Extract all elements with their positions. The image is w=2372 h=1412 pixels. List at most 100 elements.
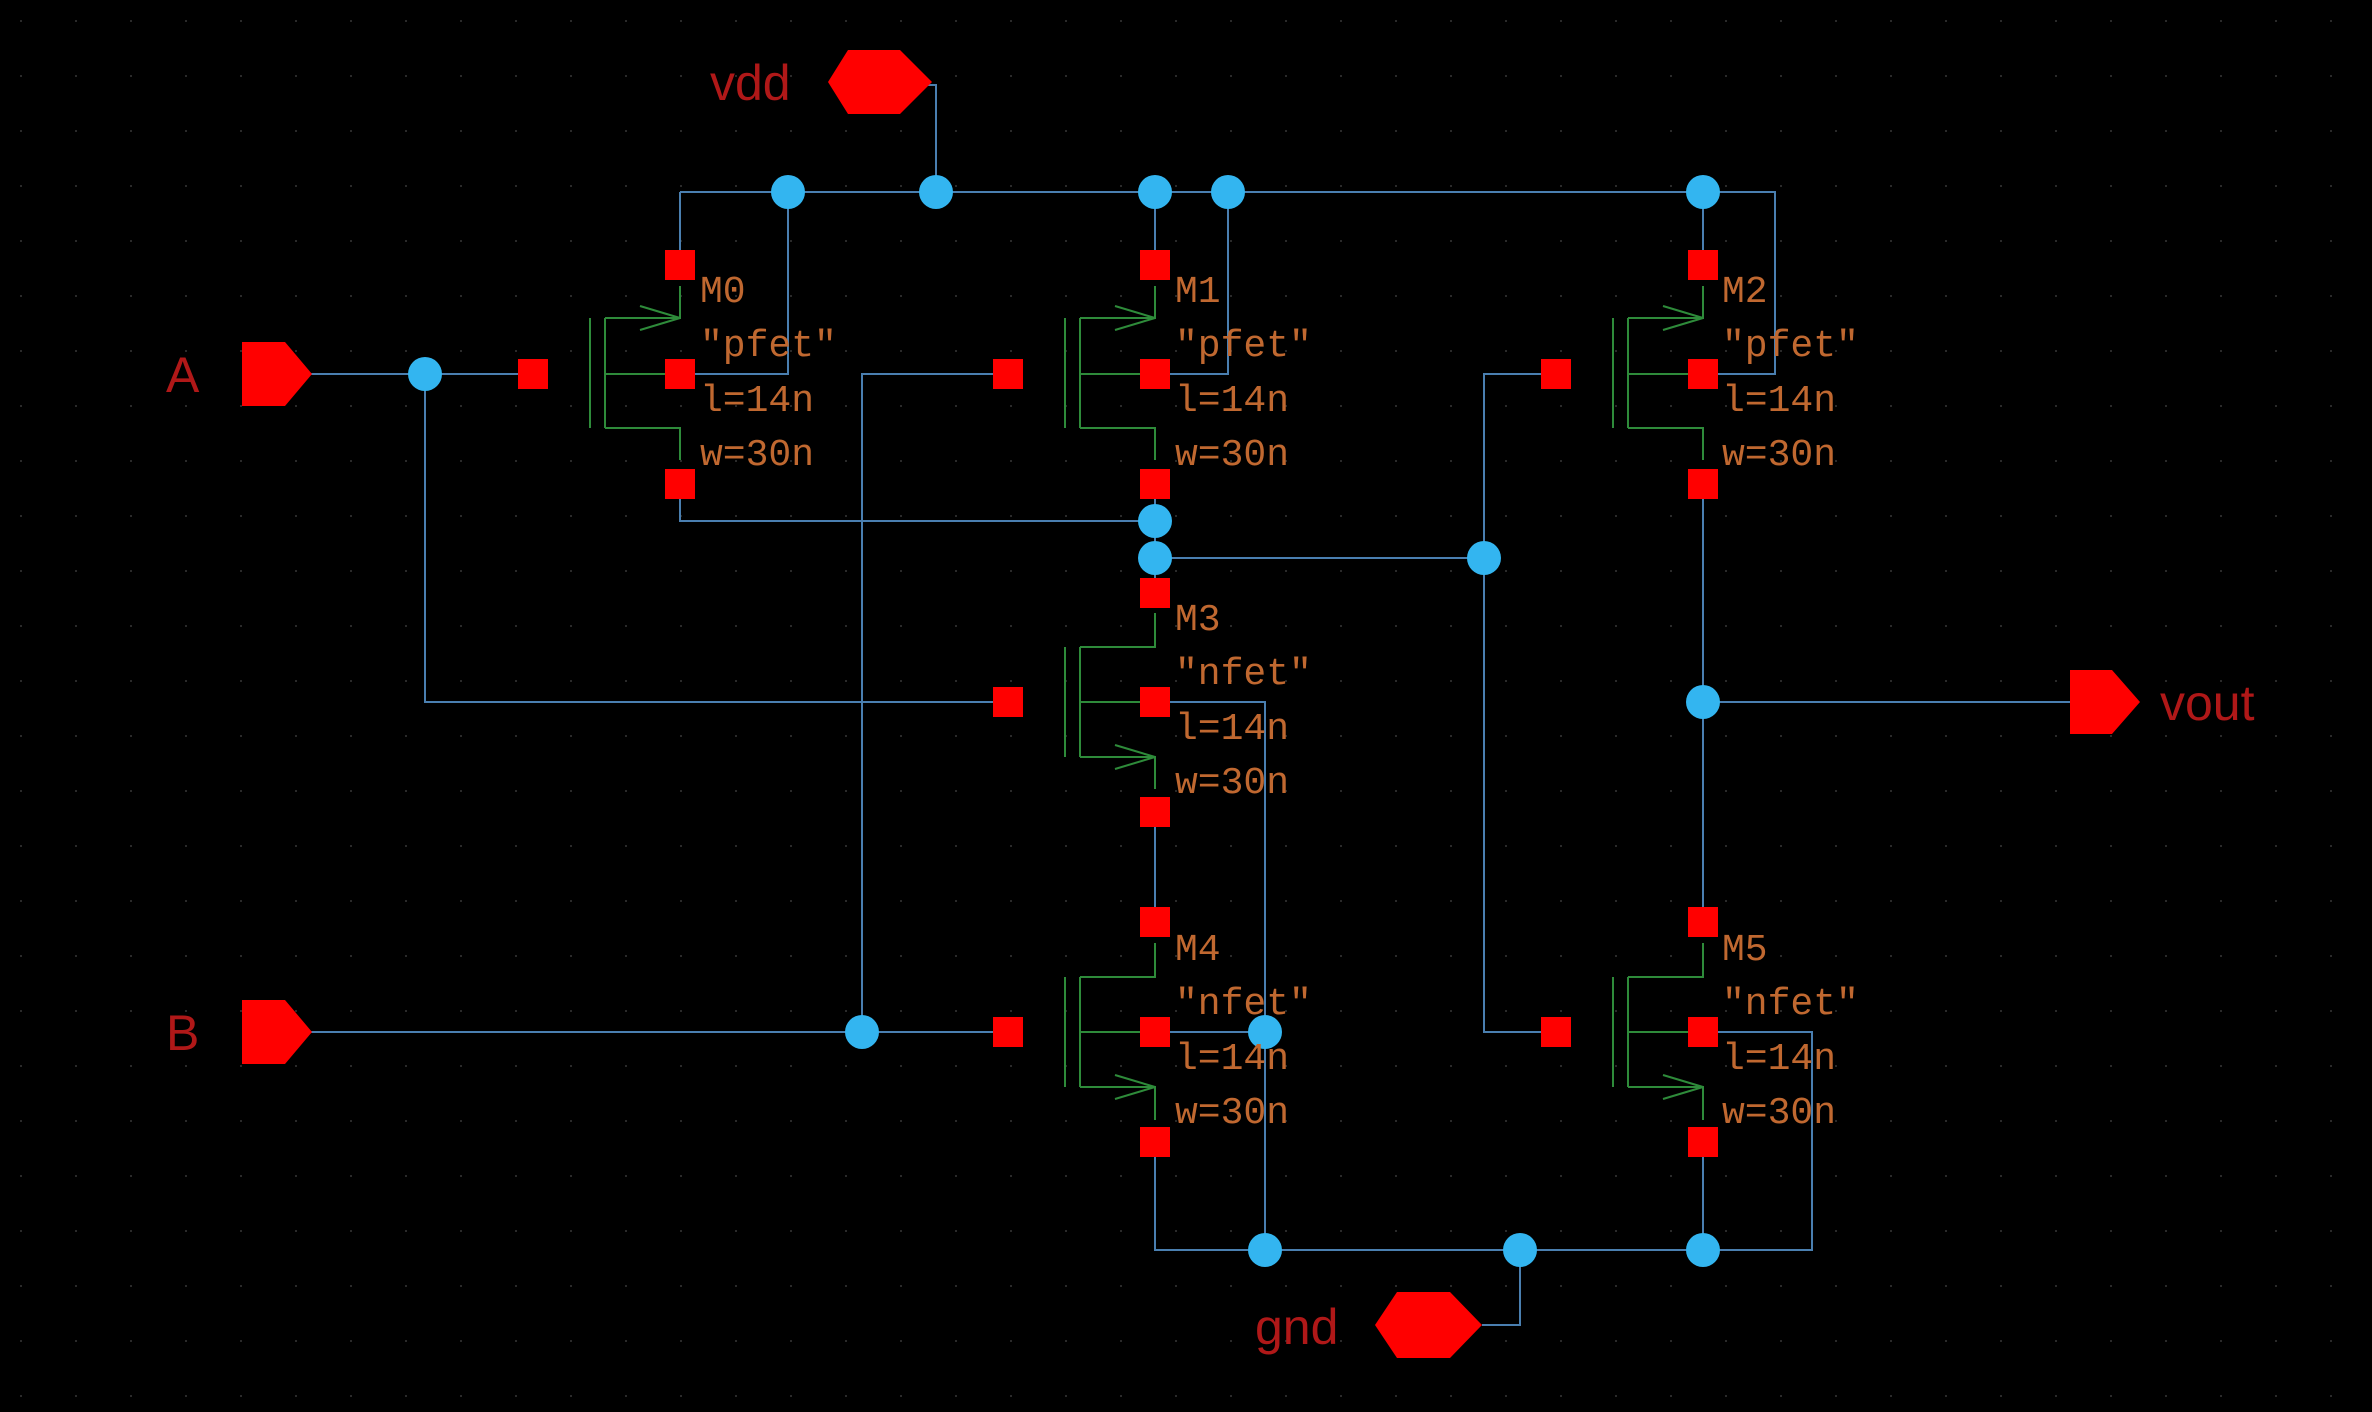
terminal-m2-source[interactable]: [1688, 250, 1718, 280]
grid-dot: [2055, 625, 2057, 627]
wire-m1-bulk[interactable]: [1155, 192, 1229, 375]
grid-dot: [1285, 570, 1287, 572]
grid-dot: [1945, 1065, 1947, 1067]
grid-dot: [75, 790, 77, 792]
grid-dot: [1890, 790, 1892, 792]
grid-dot: [1285, 295, 1287, 297]
terminal-m1-source[interactable]: [1140, 250, 1170, 280]
terminal-m5-gate[interactable]: [1541, 1017, 1571, 1047]
terminal-m0-source[interactable]: [665, 250, 695, 280]
pin-vdd-shape[interactable]: [828, 50, 932, 114]
grid-dot: [515, 1395, 517, 1397]
terminal-m4-gate[interactable]: [993, 1017, 1023, 1047]
transistor-m1[interactable]: [1064, 286, 1156, 460]
pin-a-shape[interactable]: [242, 342, 312, 406]
terminal-m5-source[interactable]: [1688, 1127, 1718, 1157]
terminal-m3-bulk[interactable]: [1140, 687, 1170, 717]
terminal-m5-drain[interactable]: [1688, 907, 1718, 937]
junction-m4-bulk[interactable]: [1248, 1015, 1282, 1049]
terminal-m1-gate[interactable]: [993, 359, 1023, 389]
junction-a[interactable]: [408, 357, 442, 391]
junction-vdd-tap[interactable]: [919, 175, 953, 209]
terminal-m4-bulk[interactable]: [1140, 1017, 1170, 1047]
terminal-m4-drain[interactable]: [1140, 907, 1170, 937]
terminal-m4-source[interactable]: [1140, 1127, 1170, 1157]
junction-m1-drain[interactable]: [1138, 504, 1172, 538]
grid-dot: [625, 1285, 627, 1287]
junction-vout[interactable]: [1686, 685, 1720, 719]
terminal-m0-bulk[interactable]: [665, 359, 695, 389]
grid-dot: [75, 405, 77, 407]
terminal-m3-gate[interactable]: [993, 687, 1023, 717]
grid-dot: [2275, 1120, 2277, 1122]
junction-b[interactable]: [845, 1015, 879, 1049]
grid-dot: [1395, 1230, 1397, 1232]
junction-gnd-m5[interactable]: [1686, 1233, 1720, 1267]
transistor-m5[interactable]: [1612, 943, 1704, 1120]
wire-m3-bulk[interactable]: [1155, 701, 1266, 1250]
terminal-m2-gate[interactable]: [1541, 359, 1571, 389]
grid-dot: [350, 625, 352, 627]
wire-m2-bulk[interactable]: [1703, 192, 1776, 375]
grid-dot: [2330, 350, 2332, 352]
grid-dot: [1615, 735, 1617, 737]
transistor-m3[interactable]: [1064, 613, 1156, 789]
grid-dot: [1450, 680, 1452, 682]
wire-a-down[interactable]: [424, 374, 1005, 703]
terminal-m0-drain[interactable]: [665, 469, 695, 499]
wire-node-x-gates[interactable]: [1483, 373, 1555, 558]
grid-dot: [1670, 240, 1672, 242]
grid-dot: [20, 1065, 22, 1067]
pin-label-gnd: gnd: [1255, 1299, 1338, 1355]
grid-dot: [185, 790, 187, 792]
grid-dot: [1945, 1340, 1947, 1342]
grid-dot: [2220, 295, 2222, 297]
wire-gnd-tap[interactable]: [1482, 1250, 1521, 1326]
grid-dot: [1450, 790, 1452, 792]
wire-m5-bulk[interactable]: [1703, 1031, 1813, 1251]
junction-vdd-m2[interactable]: [1686, 175, 1720, 209]
grid-dot: [1945, 460, 1947, 462]
junction-node-x-right[interactable]: [1467, 541, 1501, 575]
grid-dot: [2165, 900, 2167, 902]
transistor-m0[interactable]: [589, 286, 681, 460]
wire-m0-bulk[interactable]: [680, 192, 789, 375]
pin-gnd-shape[interactable]: [1375, 1292, 1482, 1358]
grid-dot: [460, 1395, 462, 1397]
terminal-m1-drain[interactable]: [1140, 469, 1170, 499]
junction-vdd-m1-bulk[interactable]: [1211, 175, 1245, 209]
terminal-m3-source[interactable]: [1140, 797, 1170, 827]
grid-dot: [1890, 1010, 1892, 1012]
grid-dot: [955, 1230, 957, 1232]
grid-dot: [2275, 1230, 2277, 1232]
grid-dot: [2165, 515, 2167, 517]
grid-dot: [515, 240, 517, 242]
terminal-m1-bulk[interactable]: [1140, 359, 1170, 389]
junction-gnd-tap[interactable]: [1503, 1233, 1537, 1267]
grid-dot: [1285, 845, 1287, 847]
grid-dot: [1230, 350, 1232, 352]
terminal-m2-drain[interactable]: [1688, 469, 1718, 499]
grid-dot: [1285, 735, 1287, 737]
grid-dot: [2220, 75, 2222, 77]
pin-vout-shape[interactable]: [2070, 670, 2140, 734]
grid-dot: [2000, 625, 2002, 627]
grid-dot: [295, 350, 297, 352]
grid-dot: [1560, 1230, 1562, 1232]
terminal-m3-drain[interactable]: [1140, 578, 1170, 608]
terminal-m5-bulk[interactable]: [1688, 1017, 1718, 1047]
grid-dot: [460, 1175, 462, 1177]
grid-dot: [1285, 790, 1287, 792]
wire-node-x-m5[interactable]: [1483, 558, 1555, 1033]
wire-b-up[interactable]: [861, 373, 1005, 1032]
junction-vdd-m0[interactable]: [771, 175, 805, 209]
grid-dot: [460, 240, 462, 242]
junction-node-x[interactable]: [1138, 541, 1172, 575]
grid-dot: [1010, 1175, 1012, 1177]
junction-vdd-m1[interactable]: [1138, 175, 1172, 209]
terminal-m2-bulk[interactable]: [1688, 359, 1718, 389]
junction-gnd-m3-bulk[interactable]: [1248, 1233, 1282, 1267]
pin-b-shape[interactable]: [242, 1000, 312, 1064]
terminal-m0-gate[interactable]: [518, 359, 548, 389]
